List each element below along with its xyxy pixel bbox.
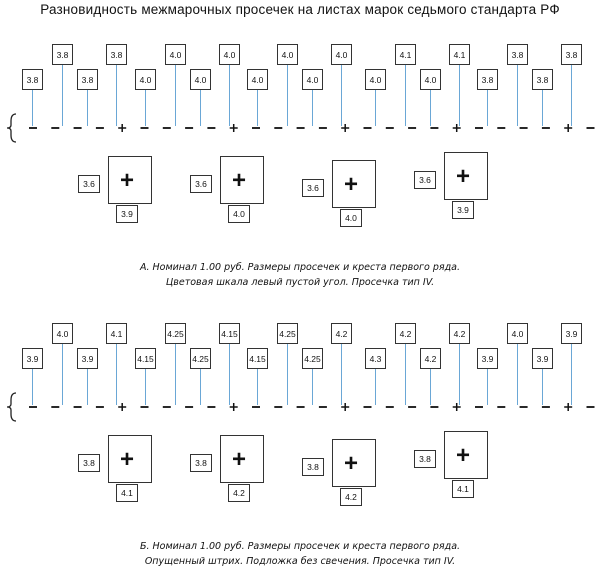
caption-a-line2: Цветовая шкала левый пустой угол. Просеч… (165, 277, 435, 288)
perforation-size-label: 3.8 (532, 69, 553, 90)
cross-width-label: 3.6 (78, 175, 100, 193)
perforation-size-label: 3.8 (22, 69, 43, 90)
perforation-size-label: 4.3 (365, 348, 386, 369)
perforation-size-label: 4.25 (190, 348, 211, 369)
cross-width-label: 3.6 (302, 179, 324, 197)
perforation-size-label: 3.8 (477, 69, 498, 90)
perforation-size-label: 3.9 (477, 348, 498, 369)
perforation-size-label: 3.9 (22, 348, 43, 369)
page-title: Разновидность межмарочных просечек на ли… (40, 2, 560, 17)
perforation-size-label: 3.8 (106, 44, 127, 65)
perforation-size-label: 4.0 (277, 44, 298, 65)
perforation-size-label: 4.15 (135, 348, 156, 369)
brace-left (6, 392, 17, 422)
cross-height-label: 4.0 (340, 209, 362, 227)
perforation-size-label: 3.9 (532, 348, 553, 369)
brace-left (6, 113, 17, 143)
perforation-size-label: 4.0 (331, 44, 352, 65)
cross-width-label: 3.8 (190, 454, 212, 472)
perforation-size-label: 4.0 (52, 323, 73, 344)
caption-a-line1: А. Номинал 1.00 руб. Размеры просечек и … (139, 262, 461, 273)
perforation-size-label: 4.15 (247, 348, 268, 369)
cross-plus-icon: + (344, 450, 359, 477)
perforation-size-label: 4.1 (449, 44, 470, 65)
perforation-size-label: 3.8 (52, 44, 73, 65)
cross-height-label: 4.2 (228, 484, 250, 502)
cross-box (332, 439, 376, 487)
perforation-size-label: 3.8 (77, 69, 98, 90)
perforation-size-label: 3.8 (561, 44, 582, 65)
caption-b-line1: Б. Номинал 1.00 руб. Размеры просечек и … (139, 541, 461, 552)
cross-height-label: 4.1 (452, 480, 474, 498)
cross-box (220, 435, 264, 483)
cross-box (220, 156, 264, 204)
perforation-size-label: 4.25 (302, 348, 323, 369)
perforation-size-label: 4.0 (507, 323, 528, 344)
perforation-size-label: 4.0 (219, 44, 240, 65)
cross-width-label: 3.8 (78, 454, 100, 472)
cross-height-label: 4.0 (228, 205, 250, 223)
perforation-size-label: 4.2 (395, 323, 416, 344)
cross-box (444, 431, 488, 479)
perforation-size-label: 3.9 (77, 348, 98, 369)
perforation-size-label: 4.0 (302, 69, 323, 90)
perforation-size-label: 4.0 (247, 69, 268, 90)
cross-box (108, 435, 152, 483)
caption-b: Б. Номинал 1.00 руб. Размеры просечек и … (0, 539, 600, 569)
cross-plus-icon: + (344, 171, 359, 198)
perforation-size-label: 4.0 (165, 44, 186, 65)
perforation-size-label: 4.1 (106, 323, 127, 344)
cross-height-label: 3.9 (452, 201, 474, 219)
cross-height-label: 4.1 (116, 484, 138, 502)
perforation-size-label: 4.2 (331, 323, 352, 344)
perforation-size-label: 4.2 (449, 323, 470, 344)
cross-plus-icon: + (232, 446, 247, 473)
cross-height-label: 4.2 (340, 488, 362, 506)
cross-box (332, 160, 376, 208)
perforation-size-label: 4.0 (190, 69, 211, 90)
cross-width-label: 3.8 (414, 450, 436, 468)
caption-a: А. Номинал 1.00 руб. Размеры просечек и … (0, 260, 600, 290)
perforation-size-label: 4.15 (219, 323, 240, 344)
cross-box (444, 152, 488, 200)
perforation-size-label: 4.1 (395, 44, 416, 65)
cross-width-label: 3.6 (414, 171, 436, 189)
cross-plus-icon: + (120, 446, 135, 473)
cross-plus-icon: + (456, 442, 471, 469)
perforation-size-label: 4.0 (420, 69, 441, 90)
perforation-size-label: 3.8 (507, 44, 528, 65)
perforation-size-label: 4.25 (165, 323, 186, 344)
cross-box (108, 156, 152, 204)
perforation-size-label: 4.25 (277, 323, 298, 344)
perforation-size-label: 4.0 (135, 69, 156, 90)
cross-plus-icon: + (120, 167, 135, 194)
perforation-size-label: 3.9 (561, 323, 582, 344)
perforation-size-label: 4.0 (365, 69, 386, 90)
caption-b-line2: Опущенный штрих. Подложка без свечения. … (144, 556, 456, 567)
cross-width-label: 3.8 (302, 458, 324, 476)
cross-height-label: 3.9 (116, 205, 138, 223)
cross-width-label: 3.6 (190, 175, 212, 193)
cross-plus-icon: + (456, 163, 471, 190)
cross-plus-icon: + (232, 167, 247, 194)
perforation-size-label: 4.2 (420, 348, 441, 369)
